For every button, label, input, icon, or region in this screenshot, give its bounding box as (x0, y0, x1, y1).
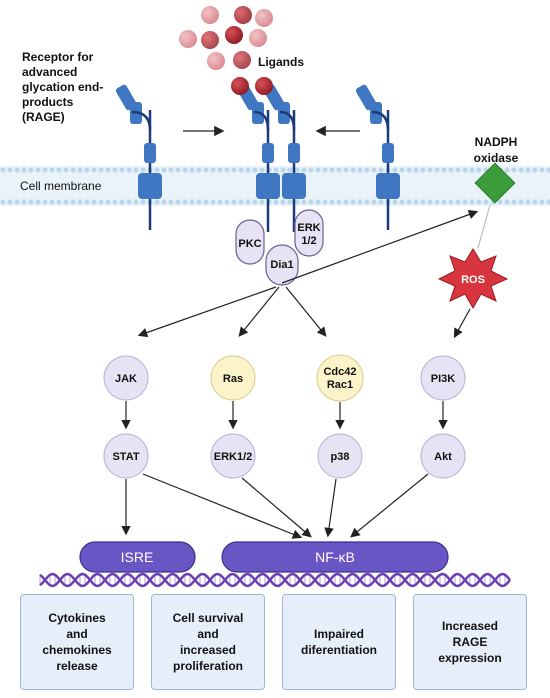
ligands-label: Ligands (258, 55, 304, 69)
outcome-text: Increased RAGE expression (438, 619, 502, 665)
isre-label: ISRE (121, 549, 154, 565)
nfkb-label: NF-κB (315, 549, 355, 565)
ras-label: Ras (223, 373, 243, 385)
arrow-to-ras (238, 286, 280, 337)
outcome-box-2: Cell survival and increased proliferatio… (151, 594, 265, 690)
jak-node (103, 355, 149, 401)
ros-burst-icon (437, 248, 509, 310)
pi3k-node (420, 355, 466, 401)
rac1-label: Rac1 (327, 379, 353, 391)
arrow-ros-to-pi3k (453, 308, 471, 339)
outcome-box-4: Increased RAGE expression (413, 594, 527, 690)
dia1-label: Dia1 (270, 259, 293, 271)
outcome-text: Impaired diferentiation (300, 627, 377, 657)
erk-complex-label-2: 1/2 (301, 235, 316, 247)
cdc42-rac1-node (316, 354, 364, 402)
arrow-to-nadph (281, 209, 479, 284)
nfkb-bar (221, 541, 449, 573)
jak-label: JAK (115, 373, 137, 385)
dna-helix (39, 572, 511, 588)
rage-receptor-dimer (237, 84, 306, 232)
akt-node (420, 433, 466, 479)
nadph-oxidase-icon (474, 162, 516, 204)
stat-label: STAT (112, 451, 139, 463)
arrow-p38-nfkb (324, 478, 337, 538)
arrow-akt-nfkb (350, 473, 429, 538)
cdc42-label: Cdc42 (323, 366, 356, 378)
arrow-to-jak (137, 286, 277, 338)
outcome-text: Cytokines and chemokines release (42, 611, 112, 673)
ligand-cloud (179, 6, 273, 70)
arrow-nadph-to-ros (477, 204, 491, 249)
rage-label: Receptor for advanced glycation end- pro… (22, 50, 104, 124)
akt-label: Akt (434, 451, 452, 463)
kinase-complex: PKC ERK 1/2 Dia1 (235, 209, 324, 286)
oxidase-label: oxidase (474, 151, 519, 165)
p38-node (317, 433, 363, 479)
bound-ligand (255, 77, 273, 95)
cell-membrane: Cell membrane (0, 166, 550, 206)
outcome-box-1: Cytokines and chemokines release (20, 594, 134, 690)
erk12-node (210, 433, 256, 479)
erk-complex-label: ERK (297, 222, 320, 234)
bound-ligand (231, 77, 249, 95)
rage-receptor-left (115, 84, 162, 230)
pkc-label: PKC (238, 238, 261, 250)
p38-label: p38 (331, 451, 350, 463)
outcome-box-3: Impaired diferentiation (282, 594, 396, 690)
arrow-to-cdc42 (285, 286, 327, 337)
ras-node (210, 355, 256, 401)
stat-node (103, 433, 149, 479)
arrow-erk-nfkb (241, 477, 312, 538)
rage-receptor-right (355, 84, 400, 230)
erk12-label: ERK1/2 (214, 451, 253, 463)
arrow-stat-nfkb (142, 473, 303, 539)
isre-bar (79, 541, 196, 573)
nadph-label: NADPH (475, 135, 518, 149)
membrane-label: Cell membrane (20, 179, 102, 193)
pi3k-label: PI3K (431, 373, 456, 385)
outcome-text: Cell survival and increased proliferatio… (172, 611, 244, 673)
ros-label: ROS (461, 274, 485, 286)
